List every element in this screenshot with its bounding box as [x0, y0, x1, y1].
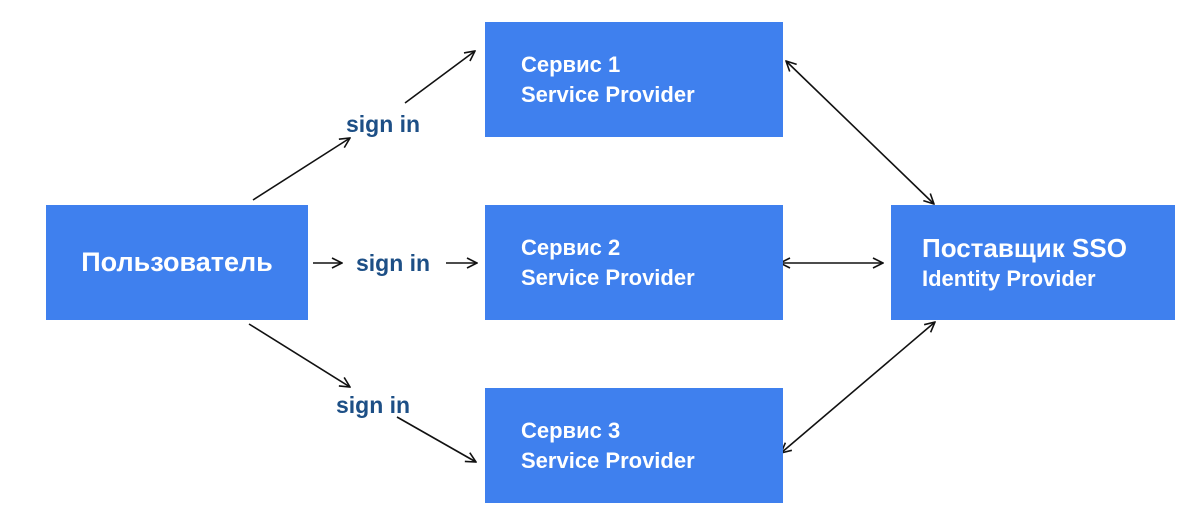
arrow-user-to-service-3-head	[396, 416, 476, 462]
user-node-label: Пользователь	[81, 247, 273, 277]
service-3-name: Сервис 3	[521, 417, 621, 443]
identity-provider-role: Identity Provider	[922, 265, 1096, 291]
service-1-node: Сервис 1 Service Provider	[485, 22, 783, 137]
service-2-node: Сервис 2 Service Provider	[485, 205, 783, 320]
arrow-service-3-idp	[781, 322, 935, 453]
service-2-role: Service Provider	[521, 264, 695, 290]
arrow-user-to-service-1-tail	[252, 138, 350, 201]
user-node: Пользователь	[46, 205, 308, 320]
arrow-service-1-idp	[786, 61, 934, 204]
arrow-user-to-service-3-tail	[248, 323, 350, 387]
edge-label-sign-in-1: sign in	[346, 111, 421, 137]
identity-provider-name: Поставщик SSO	[922, 232, 1127, 263]
service-3-node: Сервис 3 Service Provider	[485, 388, 783, 503]
arrow-user-to-service-1-head	[404, 51, 475, 104]
identity-provider-node: Поставщик SSO Identity Provider	[891, 205, 1175, 320]
service-3-role: Service Provider	[521, 447, 695, 473]
service-1-role: Service Provider	[521, 81, 695, 107]
service-1-name: Сервис 1	[521, 51, 621, 77]
edge-label-sign-in-2: sign in	[356, 250, 431, 276]
edge-label-sign-in-3: sign in	[336, 392, 411, 418]
service-2-name: Сервис 2	[521, 234, 621, 260]
